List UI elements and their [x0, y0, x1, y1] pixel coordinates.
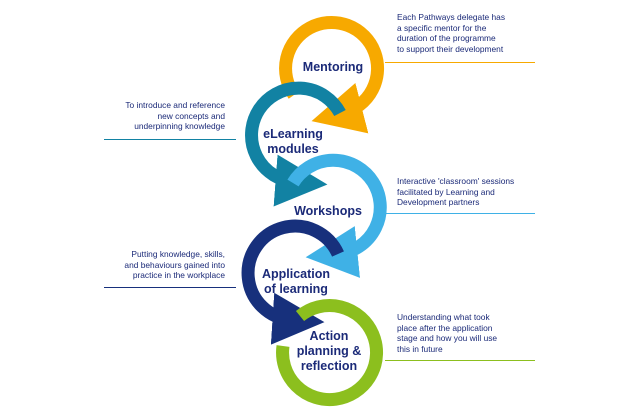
desc-application: Putting knowledge, skills, and behaviour… [124, 249, 225, 281]
rule-elearning [104, 139, 236, 140]
stage-label-workshops: Workshops [294, 204, 362, 218]
stage-label-mentoring: Mentoring [302, 60, 364, 74]
rule-workshops [385, 213, 535, 214]
ring-action [276, 299, 384, 407]
rule-action [385, 360, 535, 361]
desc-mentoring: Each Pathways delegate has a specific me… [397, 12, 506, 54]
rule-mentoring [385, 62, 535, 63]
ring-mentoring [279, 15, 385, 134]
rule-application [104, 287, 236, 288]
stage-label-elearning: eLearning modules [263, 127, 323, 156]
ring-elearning [245, 81, 346, 207]
desc-action: Understanding what took place after the … [397, 312, 498, 354]
stage-label-action: Action planning & reflection [296, 329, 362, 373]
desc-workshops: Interactive 'classroom' sessions facilit… [397, 176, 515, 208]
ring-application [241, 219, 344, 345]
desc-elearning: To introduce and reference new concepts … [125, 100, 225, 132]
stage-label-application: Application of learning [261, 267, 331, 296]
ring-workshops [287, 153, 387, 278]
